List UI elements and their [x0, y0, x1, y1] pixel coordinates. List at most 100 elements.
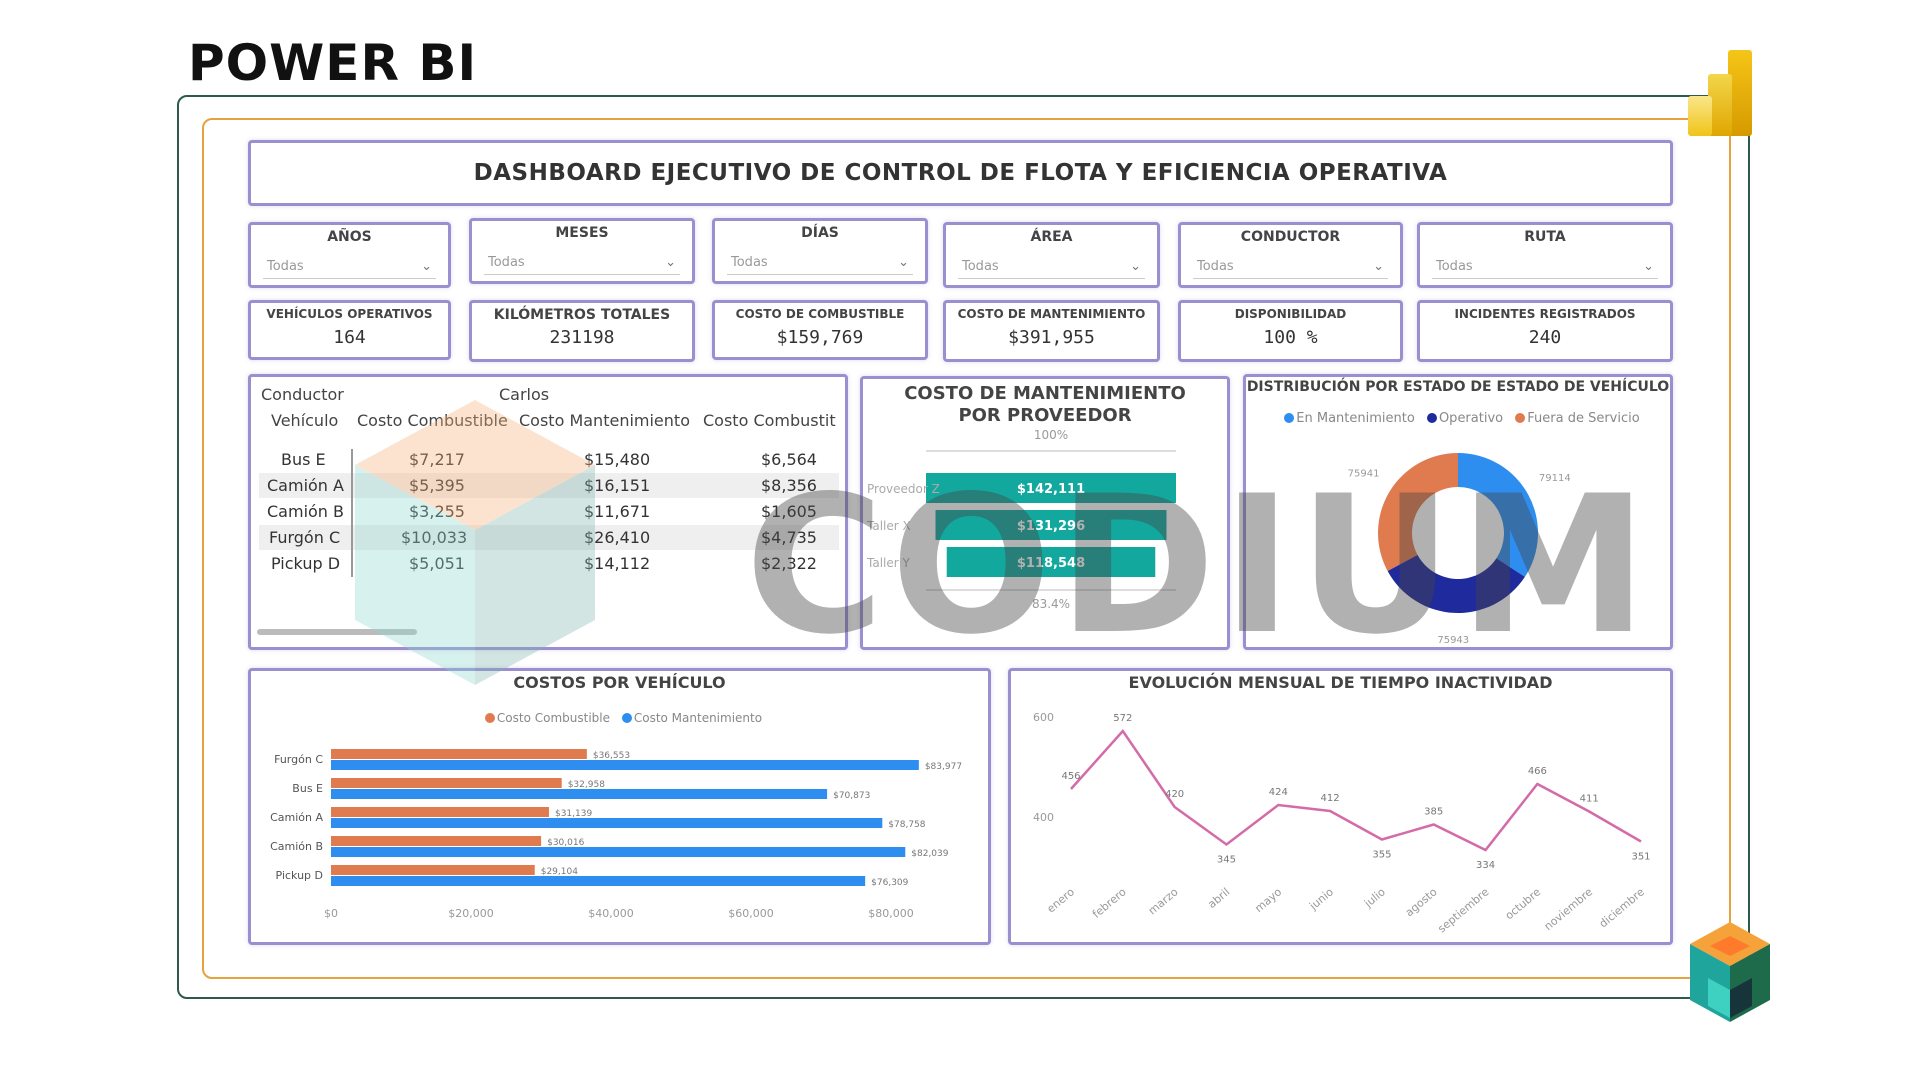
cell-fuel2: $8,356: [761, 476, 817, 495]
funnel-category-label: Taller Y: [866, 556, 910, 570]
chart-legend: En Mantenimiento Operativo Fuera de Serv…: [1246, 411, 1670, 426]
legend-label: Costo Combustible: [496, 711, 611, 725]
kpi-label: INCIDENTES REGISTRADOS: [1454, 307, 1636, 321]
x-tick-label: $0: [324, 907, 338, 920]
inner-frame: [202, 118, 1731, 979]
slicer-meses[interactable]: MESES Todas⌄: [469, 218, 695, 284]
slicer-dropdown[interactable]: Todas⌄: [958, 255, 1145, 279]
bar-value-label: $29,104: [541, 867, 578, 877]
legend-swatch: [1515, 413, 1526, 423]
slicer-label: AÑOS: [327, 229, 372, 245]
cell-vehicle: Pickup D: [271, 554, 341, 573]
slicer-area[interactable]: ÁREA Todas⌄: [943, 222, 1160, 288]
chevron-down-icon: ⌄: [898, 255, 909, 270]
y-tick-label: 600: [1033, 711, 1054, 724]
donut-slice: [1458, 453, 1538, 577]
chart-title: EVOLUCIÓN MENSUAL DE TIEMPO INACTIVIDAD: [1128, 673, 1553, 692]
dashboard-title: DASHBOARD EJECUTIVO DE CONTROL DE FLOTA …: [473, 160, 1448, 186]
slicer-conductor[interactable]: CONDUCTOR Todas⌄: [1178, 222, 1403, 288]
slicer-dropdown[interactable]: Todas⌄: [484, 251, 680, 275]
cell-vehicle: Bus E: [281, 450, 326, 469]
bar: [331, 749, 587, 759]
cell-vehicle: Camión A: [267, 476, 344, 495]
bar-category-label: Furgón C: [274, 753, 323, 766]
donut-slice: [1378, 453, 1458, 571]
table-row[interactable]: Camión A $5,395 $16,151 $8,356: [259, 473, 839, 498]
bar-value-label: $76,309: [871, 878, 908, 888]
funnel-value-label: $131,296: [1017, 519, 1085, 534]
kpi-value: 240: [1528, 327, 1562, 348]
table-row[interactable]: Pickup D $5,051 $14,112 $2,322: [259, 551, 839, 576]
chart-title: COSTOS POR VEHÍCULO: [513, 673, 726, 692]
legend-swatch: [621, 713, 632, 723]
bar-value-label: $70,873: [833, 791, 870, 801]
bar: [331, 836, 542, 846]
codium-cube-icon: [1690, 922, 1770, 1022]
slicer-dropdown[interactable]: Todas⌄: [263, 255, 436, 279]
data-label: 334: [1476, 860, 1495, 871]
cell-fuel2: $2,322: [761, 554, 817, 573]
slicer-value: Todas: [1197, 259, 1234, 274]
table-row[interactable]: Bus E $7,217 $15,480 $6,564: [259, 447, 839, 472]
donut-value-label: 75941: [1348, 469, 1380, 480]
cell-fuel: $10,033: [401, 528, 468, 547]
legend-label: En Mantenimiento: [1296, 411, 1415, 426]
funnel-category-label: Taller X: [866, 519, 911, 533]
funnel-value-label: $142,111: [1017, 482, 1085, 497]
cell-fuel2: $6,564: [761, 450, 817, 469]
x-tick-label: febrero: [1090, 885, 1129, 921]
cell-fuel: $3,255: [409, 502, 465, 521]
slicer-label: RUTA: [1524, 229, 1566, 245]
kpi-costo-combustible: COSTO DE COMBUSTIBLE $159,769: [712, 300, 928, 360]
kpi-label: KILÓMETROS TOTALES: [493, 307, 671, 323]
kpi-value: $391,955: [1008, 327, 1095, 348]
slicer-anos[interactable]: AÑOS Todas⌄: [248, 222, 451, 288]
outer-frame: [177, 95, 1750, 999]
slicer-dropdown[interactable]: Todas⌄: [1193, 255, 1388, 279]
cell-fuel: $7,217: [409, 450, 465, 469]
line-chart-card: EVOLUCIÓN MENSUAL DE TIEMPO INACTIVIDAD …: [1008, 668, 1673, 945]
chevron-down-icon: ⌄: [665, 255, 676, 270]
cell-maint: $15,480: [584, 450, 651, 469]
data-label: 412: [1321, 793, 1340, 804]
horizontal-scrollbar[interactable]: [257, 629, 417, 635]
kpi-incidentes-registrados: INCIDENTES REGISTRADOS 240: [1417, 300, 1673, 362]
slicer-value: Todas: [731, 255, 768, 270]
table-row[interactable]: Camión B $3,255 $11,671 $1,605: [259, 499, 839, 524]
matrix-column-header[interactable]: Costo Combustit: [703, 411, 836, 430]
slicer-ruta[interactable]: RUTA Todas⌄: [1417, 222, 1673, 288]
funnel-bottom-label: 83.4%: [1032, 597, 1070, 611]
x-tick-label: marzo: [1146, 885, 1181, 917]
slicer-value: Todas: [267, 259, 304, 274]
chart-title: DISTRIBUCIÓN POR ESTADO DE ESTADO DE VEH…: [1246, 379, 1670, 395]
x-tick-label: $80,000: [868, 907, 914, 920]
cell-maint: $16,151: [584, 476, 651, 495]
matrix-table[interactable]: Conductor Carlos Vehículo Costo Combusti…: [248, 374, 848, 650]
funnel-bar: [935, 510, 1167, 540]
slicer-dropdown[interactable]: Todas ⌄: [727, 251, 913, 275]
bar: [331, 865, 535, 875]
bar: [331, 789, 828, 799]
kpi-disponibilidad: DISPONIBILIDAD 100 %: [1178, 300, 1403, 362]
chevron-down-icon: ⌄: [1643, 259, 1654, 274]
funnel-bar: [926, 473, 1176, 503]
donut-value-label: 75943: [1437, 635, 1469, 643]
cell-maint: $14,112: [584, 554, 651, 573]
matrix-column-header[interactable]: Costo Mantenimiento: [519, 411, 690, 430]
slicer-dropdown[interactable]: Todas⌄: [1432, 255, 1658, 279]
table-row[interactable]: Furgón C $10,033 $26,410 $4,735: [259, 525, 839, 550]
line-series: [1070, 728, 1642, 852]
matrix-column-header[interactable]: Vehículo: [271, 411, 339, 430]
x-tick-label: diciembre: [1597, 885, 1647, 930]
cell-fuel: $5,051: [409, 554, 465, 573]
x-tick-label: junio: [1306, 885, 1336, 913]
slicer-label: DÍAS: [801, 225, 839, 241]
slicer-dias[interactable]: DÍAS Todas ⌄: [712, 218, 928, 284]
data-label: 420: [1165, 789, 1184, 800]
bar-chart-card: COSTOS POR VEHÍCULO Costo Combustible Co…: [248, 668, 991, 945]
funnel-chart-card: COSTO DE MANTENIMIENTO POR PROVEEDOR 100…: [860, 376, 1230, 650]
data-label: 351: [1631, 852, 1650, 863]
matrix-column-header[interactable]: Costo Combustible: [357, 411, 508, 430]
x-tick-label: noviembre: [1542, 885, 1596, 933]
bar-value-label: $30,016: [547, 838, 584, 848]
